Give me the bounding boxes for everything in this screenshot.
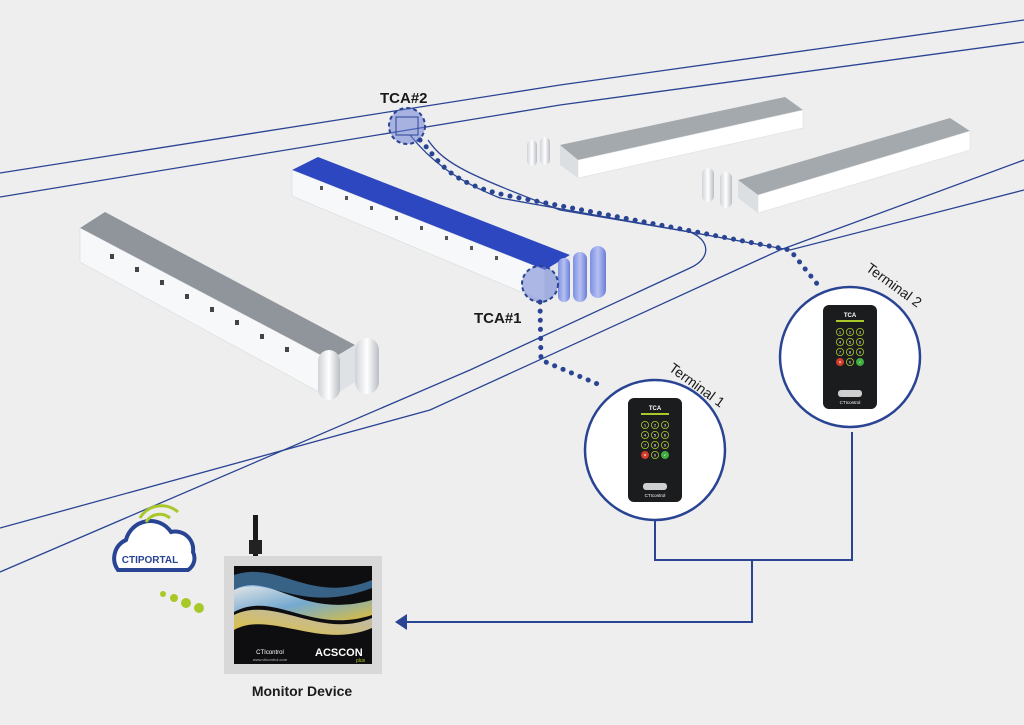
terminal-2-key-8 <box>846 347 855 356</box>
terminal-1-key-label-8: 8 <box>654 443 657 448</box>
terminal-1-key-label-2: 2 <box>654 423 657 428</box>
cloud-icon <box>112 504 197 572</box>
terminal-2-key-7 <box>836 347 845 356</box>
terminal-2-key-12 <box>856 357 865 366</box>
terminal-1-key-8 <box>651 440 660 449</box>
wifi-dots <box>160 591 204 613</box>
terminal-1-key-10 <box>641 450 650 459</box>
terminal-1-key-12 <box>661 450 670 459</box>
terminal-2: 1 2 3 4 5 6 7 8 9 ✕ 0 ✓ <box>778 285 922 429</box>
terminal-1-key-label-9: 9 <box>664 443 667 448</box>
terminal-2-key-6 <box>856 337 865 346</box>
arrowhead <box>395 614 407 630</box>
terminal-1-key-7 <box>641 440 650 449</box>
tca2-label: TCA#2 <box>380 90 428 107</box>
tca1-label: TCA#1 <box>474 310 522 327</box>
road-top-edge-2 <box>0 41 1024 198</box>
terminal-1-key-6 <box>661 430 670 439</box>
terminal-2-key-3 <box>856 327 865 336</box>
tca1-marker <box>521 265 559 303</box>
terminal-2-key-label-12: ✓ <box>858 360 861 365</box>
terminal-1-key-label-7: 7 <box>644 443 647 448</box>
terminal-2-face-header: TCA <box>844 313 857 319</box>
terminal-1-key-label-6: 6 <box>664 433 667 438</box>
terminal-1-key-3 <box>661 420 670 429</box>
terminal-2-key-label-2: 2 <box>849 330 852 335</box>
terminal-to-monitor-link <box>400 432 853 623</box>
terminal-1-key-label-12: ✓ <box>663 453 666 458</box>
terminal-2-key-label-3: 3 <box>859 330 862 335</box>
barn-blue-roof <box>291 157 606 303</box>
terminal-2-key-10 <box>836 357 845 366</box>
terminal-1-key-label-3: 3 <box>664 423 667 428</box>
terminal-1: 1 2 3 4 5 6 7 8 9 ✕ 0 ✓ <box>583 378 727 522</box>
road-branch-2 <box>0 139 707 573</box>
terminal-1-face-brand: CTIcontrol <box>645 493 666 498</box>
monitor-label: Monitor Device <box>252 683 353 699</box>
road-front <box>0 159 1024 529</box>
monitor-brand: CTIcontrol <box>256 650 284 656</box>
terminal-2-key-label-10: ✕ <box>838 360 841 365</box>
terminal-1-key-1 <box>641 420 650 429</box>
terminal-1-face-header: TCA <box>649 406 662 412</box>
monitor-device <box>224 515 382 674</box>
monitor-product: ACSCON <box>315 647 363 659</box>
terminal-1-key-5 <box>651 430 660 439</box>
terminal-2-key-4 <box>836 337 845 346</box>
roads <box>0 19 1024 573</box>
terminal-1-key-label-5: 5 <box>654 433 657 438</box>
terminal-2-key-label-7: 7 <box>839 350 842 355</box>
terminal-2-key-9 <box>856 347 865 356</box>
terminal-1-key-label-10: ✕ <box>643 453 646 458</box>
terminal-2-key-label-11: 0 <box>849 360 852 365</box>
tca2-link <box>417 137 821 288</box>
terminal-2-key-label-5: 5 <box>849 340 852 345</box>
terminal-1-key-9 <box>661 440 670 449</box>
terminal-1-key-label-1: 1 <box>644 423 647 428</box>
monitor-product-sub: plus <box>356 658 366 664</box>
tca2-marker <box>388 107 426 145</box>
terminal-2-key-1 <box>836 327 845 336</box>
terminal-1-key-2 <box>651 420 660 429</box>
terminal-1-key-label-4: 4 <box>644 433 647 438</box>
terminal-2-key-2 <box>846 327 855 336</box>
terminal-2-face-brand: CTIcontrol <box>840 400 861 405</box>
terminal-2-key-label-1: 1 <box>839 330 842 335</box>
terminal-2-key-label-9: 9 <box>859 350 862 355</box>
terminal-2-key-5 <box>846 337 855 346</box>
terminal-2-key-label-6: 6 <box>859 340 862 345</box>
terminal-2-key-label-8: 8 <box>849 350 852 355</box>
barn-left <box>79 212 379 400</box>
road-branch <box>409 134 1024 251</box>
terminal-2-key-11 <box>846 357 855 366</box>
terminal-1-key-label-11: 0 <box>654 453 657 458</box>
tca1-link <box>537 299 603 388</box>
cloud-label: CTIPORTAL <box>122 555 178 566</box>
terminal-2-key-label-4: 4 <box>839 340 842 345</box>
barn-far-2 <box>702 118 971 214</box>
terminal-1-key-11 <box>651 450 660 459</box>
terminal-1-key-4 <box>641 430 650 439</box>
monitor-website: www.cticontrol.com <box>253 657 288 662</box>
barn-far-1 <box>527 97 804 179</box>
road-top-edge <box>0 19 1024 174</box>
